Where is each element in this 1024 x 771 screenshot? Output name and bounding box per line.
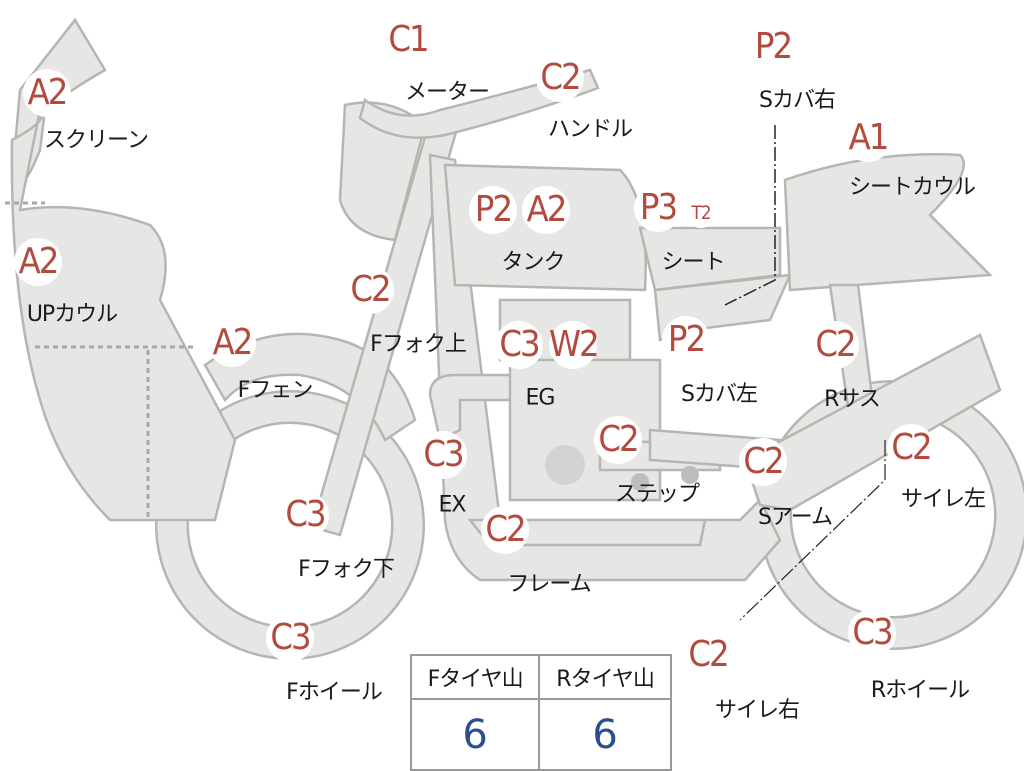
seat-label: シート bbox=[661, 250, 725, 275]
muffler-left-code-badge[interactable]: C2 bbox=[887, 424, 935, 472]
side-cover-left-label: Sカバ左 bbox=[681, 382, 758, 407]
tank-code-badge-2[interactable]: A2 bbox=[522, 186, 570, 234]
up-cowl-label: UPカウル bbox=[26, 302, 118, 327]
rear-tire-tread-header: Rタイヤ山 bbox=[538, 654, 672, 700]
muffler-right-code-badge[interactable]: C2 bbox=[684, 631, 732, 679]
handle-code-badge[interactable]: C2 bbox=[536, 54, 584, 102]
front-fork-upper-label: Fフォク上 bbox=[370, 332, 467, 357]
front-wheel-label: Fホイール bbox=[286, 680, 383, 705]
front-tire-tread-value[interactable]: 6 bbox=[409, 698, 541, 771]
front-wheel-code-badge[interactable]: C3 bbox=[266, 614, 314, 662]
meter-label: メーター bbox=[404, 80, 490, 105]
front-fender-code-badge[interactable]: A2 bbox=[208, 319, 256, 367]
side-cover-right-code-badge[interactable]: P2 bbox=[749, 23, 797, 71]
step-label: ステップ bbox=[614, 482, 700, 507]
up-cowl-shape bbox=[10, 107, 237, 522]
side-cover-left-code-badge[interactable]: P2 bbox=[662, 316, 710, 364]
screen-code-badge[interactable]: A2 bbox=[23, 69, 71, 117]
step-code-badge[interactable]: C2 bbox=[594, 416, 642, 464]
rear-wheel-label: Rホイール bbox=[870, 678, 970, 703]
seat-cowl-shape bbox=[783, 153, 993, 292]
handle-label: ハンドル bbox=[547, 117, 633, 142]
engine-code-badge-2[interactable]: W2 bbox=[549, 321, 600, 369]
front-fender-label: Fフェン bbox=[237, 378, 314, 403]
tire-tread-table: Fタイヤ山 Rタイヤ山 6 6 bbox=[409, 654, 672, 771]
tank-code-badge-1[interactable]: P2 bbox=[469, 186, 517, 234]
side-cover-right-label: Sカバ右 bbox=[759, 88, 836, 113]
screen-label: スクリーン bbox=[44, 128, 149, 153]
seat-code-badge[interactable]: P3 bbox=[634, 184, 682, 232]
swing-arm-code-badge[interactable]: C2 bbox=[739, 438, 787, 486]
meter-code-badge[interactable]: C1 bbox=[384, 16, 432, 64]
swing-arm-label: Sアーム bbox=[758, 505, 833, 530]
front-tire-tread-header: Fタイヤ山 bbox=[409, 654, 541, 700]
rear-tire-tread-value[interactable]: 6 bbox=[538, 698, 672, 771]
front-fork-lower-code-badge[interactable]: C3 bbox=[281, 491, 329, 539]
engine-code-badge-1[interactable]: C3 bbox=[495, 321, 543, 369]
seat-cowl-code-badge[interactable]: A1 bbox=[844, 114, 892, 162]
rear-wheel-code-badge[interactable]: C3 bbox=[848, 609, 896, 657]
front-fork-lower-label: Fフォク下 bbox=[298, 557, 395, 582]
muffler-right-label: サイレ右 bbox=[714, 698, 800, 723]
seat-sub-code-badge[interactable]: T2 bbox=[686, 198, 716, 228]
exhaust-label: EX bbox=[438, 492, 467, 518]
muffler-left-label: サイレ左 bbox=[900, 487, 986, 512]
rear-suspension-code-badge[interactable]: C2 bbox=[811, 321, 859, 369]
seat-cowl-label: シートカウル bbox=[848, 175, 976, 200]
frame-label: フレーム bbox=[507, 572, 591, 597]
frame-shape bbox=[428, 153, 782, 582]
tank-label: タンク bbox=[501, 250, 565, 275]
frame-code-badge[interactable]: C2 bbox=[481, 506, 529, 554]
rear-suspension-label: Rサス bbox=[824, 387, 881, 412]
exhaust-shape bbox=[428, 373, 517, 442]
up-cowl-code-badge[interactable]: A2 bbox=[14, 238, 62, 286]
front-fork-upper-code-badge[interactable]: C2 bbox=[346, 266, 394, 314]
engine-label: EG bbox=[525, 385, 556, 411]
exhaust-code-badge[interactable]: C3 bbox=[419, 431, 467, 479]
